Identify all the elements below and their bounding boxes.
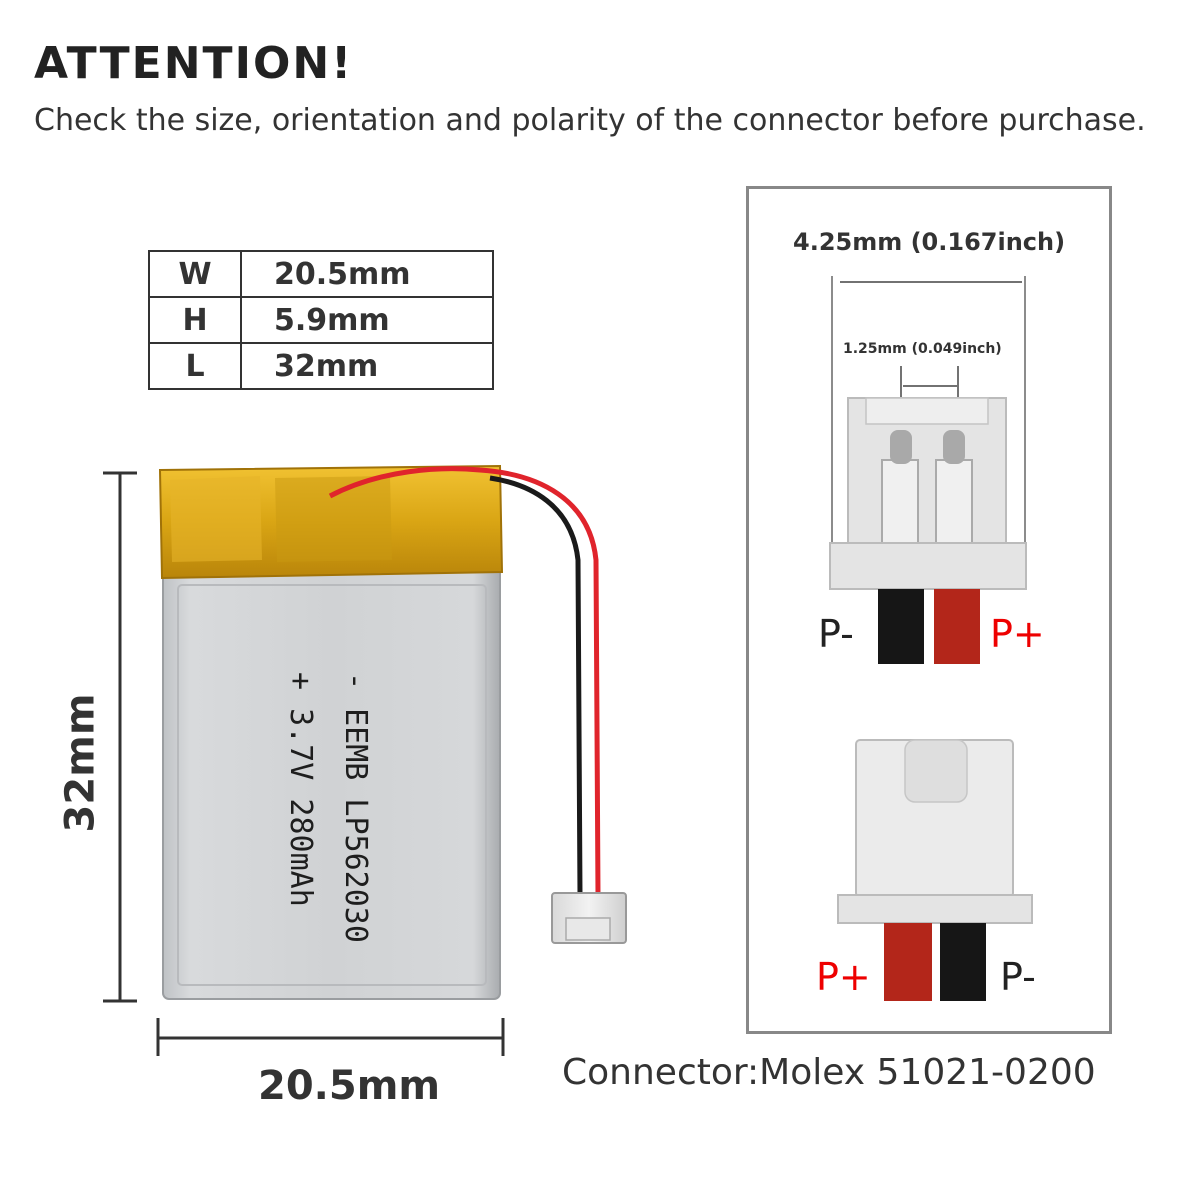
- dimensions-table: W 20.5mm H 5.9mm L 32mm: [148, 250, 494, 390]
- table-row: H 5.9mm: [148, 296, 494, 344]
- height-label-wrap: 32mm: [46, 693, 126, 832]
- table-row: W 20.5mm: [148, 250, 494, 298]
- polarity-positive-top: P+: [990, 612, 1045, 656]
- dim-key: W: [148, 250, 242, 298]
- dim-value: 32mm: [240, 342, 494, 390]
- dim-value: 20.5mm: [240, 250, 494, 298]
- page-subtitle: Check the size, orientation and polarity…: [34, 103, 1146, 138]
- connector-panel: [746, 186, 1112, 1034]
- connector-outer-width-label: 4.25mm (0.167inch): [793, 228, 1066, 256]
- height-dimension-line: [103, 471, 137, 1003]
- battery-print-line2: + 3.7V 280mAh: [283, 672, 318, 907]
- height-label: 32mm: [57, 693, 104, 833]
- width-label: 20.5mm: [258, 1063, 441, 1109]
- polarity-positive-bottom: P+: [816, 955, 871, 999]
- polarity-negative-bottom: P-: [1000, 955, 1036, 999]
- battery-cell: [158, 464, 627, 1000]
- polarity-negative-top: P-: [818, 612, 854, 656]
- dim-value: 5.9mm: [240, 296, 494, 344]
- connector-model-caption: Connector:Molex 51021-0200: [562, 1052, 1096, 1093]
- connector-top-illustration: [829, 276, 1027, 664]
- battery-print-line1: - EEMB LP562030: [338, 672, 373, 943]
- table-row: L 32mm: [148, 342, 494, 390]
- page-title: ATTENTION!: [34, 38, 354, 89]
- width-dimension-line: [156, 1018, 505, 1056]
- connector-pitch-label: 1.25mm (0.049inch): [843, 341, 1002, 357]
- dim-key: H: [148, 296, 242, 344]
- dim-key: L: [148, 342, 242, 390]
- connector-bottom-illustration: [837, 739, 1033, 1001]
